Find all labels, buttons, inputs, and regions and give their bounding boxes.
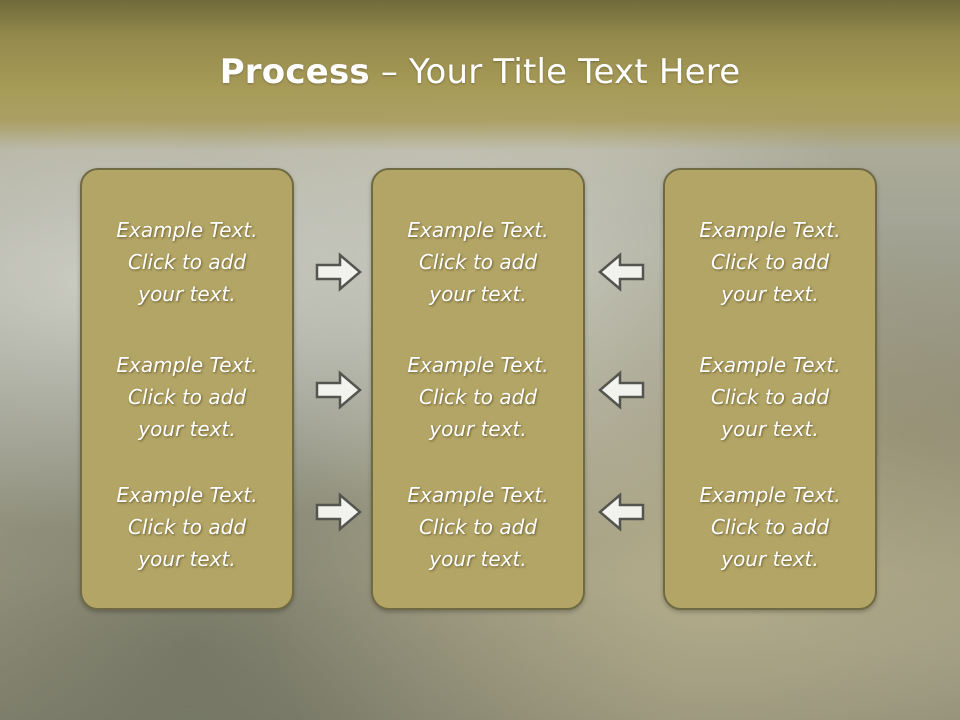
arrow-left-icon [598, 492, 645, 532]
title-bold: Process [219, 52, 370, 92]
process-box-right[interactable]: Example Text. Click to add your text. Ex… [663, 168, 877, 610]
box-right-text-3[interactable]: Example Text. Click to add your text. [699, 483, 841, 571]
title-bar [0, 0, 960, 150]
title-rest: – Your Title Text Here [369, 52, 741, 92]
box-middle-text-1[interactable]: Example Text. Click to add your text. [407, 218, 549, 306]
box-left-text-2[interactable]: Example Text. Click to add your text. [116, 353, 258, 441]
box-middle-text-2[interactable]: Example Text. Click to add your text. [407, 353, 549, 441]
arrow-right-icon [315, 252, 362, 292]
arrow-left-icon [598, 252, 645, 292]
slide-title[interactable]: Process – Your Title Text Here [0, 52, 960, 92]
arrow-right-icon [315, 370, 362, 410]
box-right-text-1[interactable]: Example Text. Click to add your text. [699, 218, 841, 306]
box-left-text-3[interactable]: Example Text. Click to add your text. [116, 483, 258, 571]
process-box-middle[interactable]: Example Text. Click to add your text. Ex… [371, 168, 585, 610]
process-box-left[interactable]: Example Text. Click to add your text. Ex… [80, 168, 294, 610]
box-left-text-1[interactable]: Example Text. Click to add your text. [116, 218, 258, 306]
arrow-right-icon [315, 492, 362, 532]
box-right-text-2[interactable]: Example Text. Click to add your text. [699, 353, 841, 441]
arrow-left-icon [598, 370, 645, 410]
box-middle-text-3[interactable]: Example Text. Click to add your text. [407, 483, 549, 571]
